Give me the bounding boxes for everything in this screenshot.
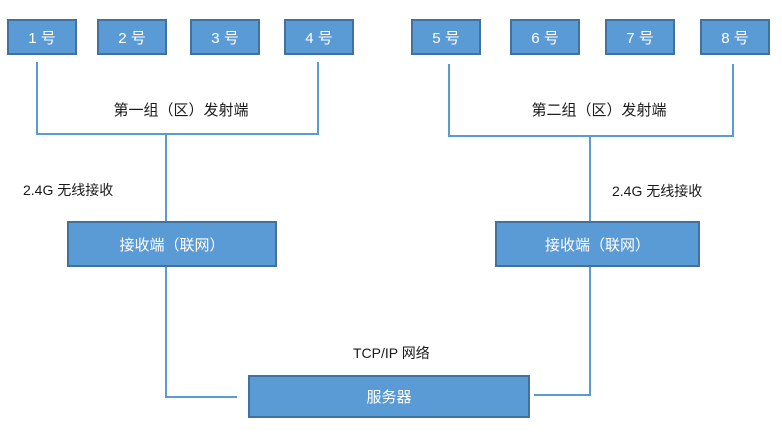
transmitter-box-4: 4 号 bbox=[284, 19, 354, 55]
transmitter-box-2: 2 号 bbox=[97, 19, 167, 55]
receiver-box-group2: 接收端（联网） bbox=[495, 221, 700, 267]
transmitter-box-8: 8 号 bbox=[700, 19, 770, 55]
group2-label: 第二组（区）发射端 bbox=[531, 102, 667, 119]
group2-bracket-left-line bbox=[448, 64, 450, 135]
transmitter-box-7: 7 号 bbox=[605, 19, 675, 55]
transmitter-box-5: 5 号 bbox=[411, 19, 481, 55]
network-label: TCP/IP 网络 bbox=[353, 345, 430, 361]
group1-drop-line bbox=[165, 133, 167, 221]
receiver2-elbow-line bbox=[534, 394, 591, 396]
group2-wireless-label: 2.4G 无线接收 bbox=[612, 183, 703, 199]
receiver1-elbow-line bbox=[165, 396, 237, 398]
transmitter-box-1: 1 号 bbox=[7, 19, 77, 55]
group1-wireless-label: 2.4G 无线接收 bbox=[23, 182, 114, 198]
group1-bracket-left-line bbox=[36, 62, 38, 133]
group1-label: 第一组（区）发射端 bbox=[113, 102, 249, 119]
group1-bracket-right-line bbox=[317, 62, 319, 133]
transmitter-box-3: 3 号 bbox=[190, 19, 260, 55]
transmitter-box-6: 6 号 bbox=[510, 19, 580, 55]
group1-bracket-bottom-line bbox=[36, 133, 319, 135]
group2-bracket-right-line bbox=[732, 64, 734, 135]
receiver1-down-line bbox=[165, 267, 167, 398]
receiver-box-group1: 接收端（联网） bbox=[67, 221, 277, 267]
receiver2-down-line bbox=[589, 267, 591, 396]
server-box: 服务器 bbox=[248, 375, 530, 418]
group2-drop-line bbox=[589, 135, 591, 221]
group2-bracket-bottom-line bbox=[448, 135, 734, 137]
